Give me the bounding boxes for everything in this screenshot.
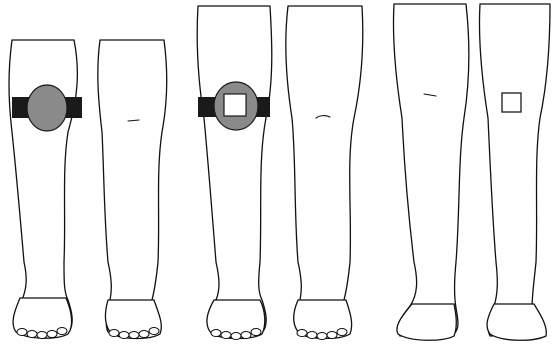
panel-2-front-view — [197, 6, 362, 340]
panel-3-right-heel — [487, 304, 546, 340]
panel-1-right-leg — [98, 40, 167, 332]
panel-2-square-window — [224, 94, 246, 116]
panel-1-round-pad — [27, 85, 67, 131]
panel-2-left-leg — [197, 6, 272, 332]
panel-3-square-marker — [502, 93, 521, 112]
panel-1-left-leg — [9, 40, 77, 332]
panel-2-right-leg — [286, 6, 363, 332]
panel-3-left-leg — [393, 4, 468, 336]
panel-3-left-heel — [397, 304, 456, 340]
panel-1-front-view — [9, 40, 167, 339]
panel-3-right-leg — [479, 4, 550, 336]
panel-3-back-view — [393, 4, 550, 340]
